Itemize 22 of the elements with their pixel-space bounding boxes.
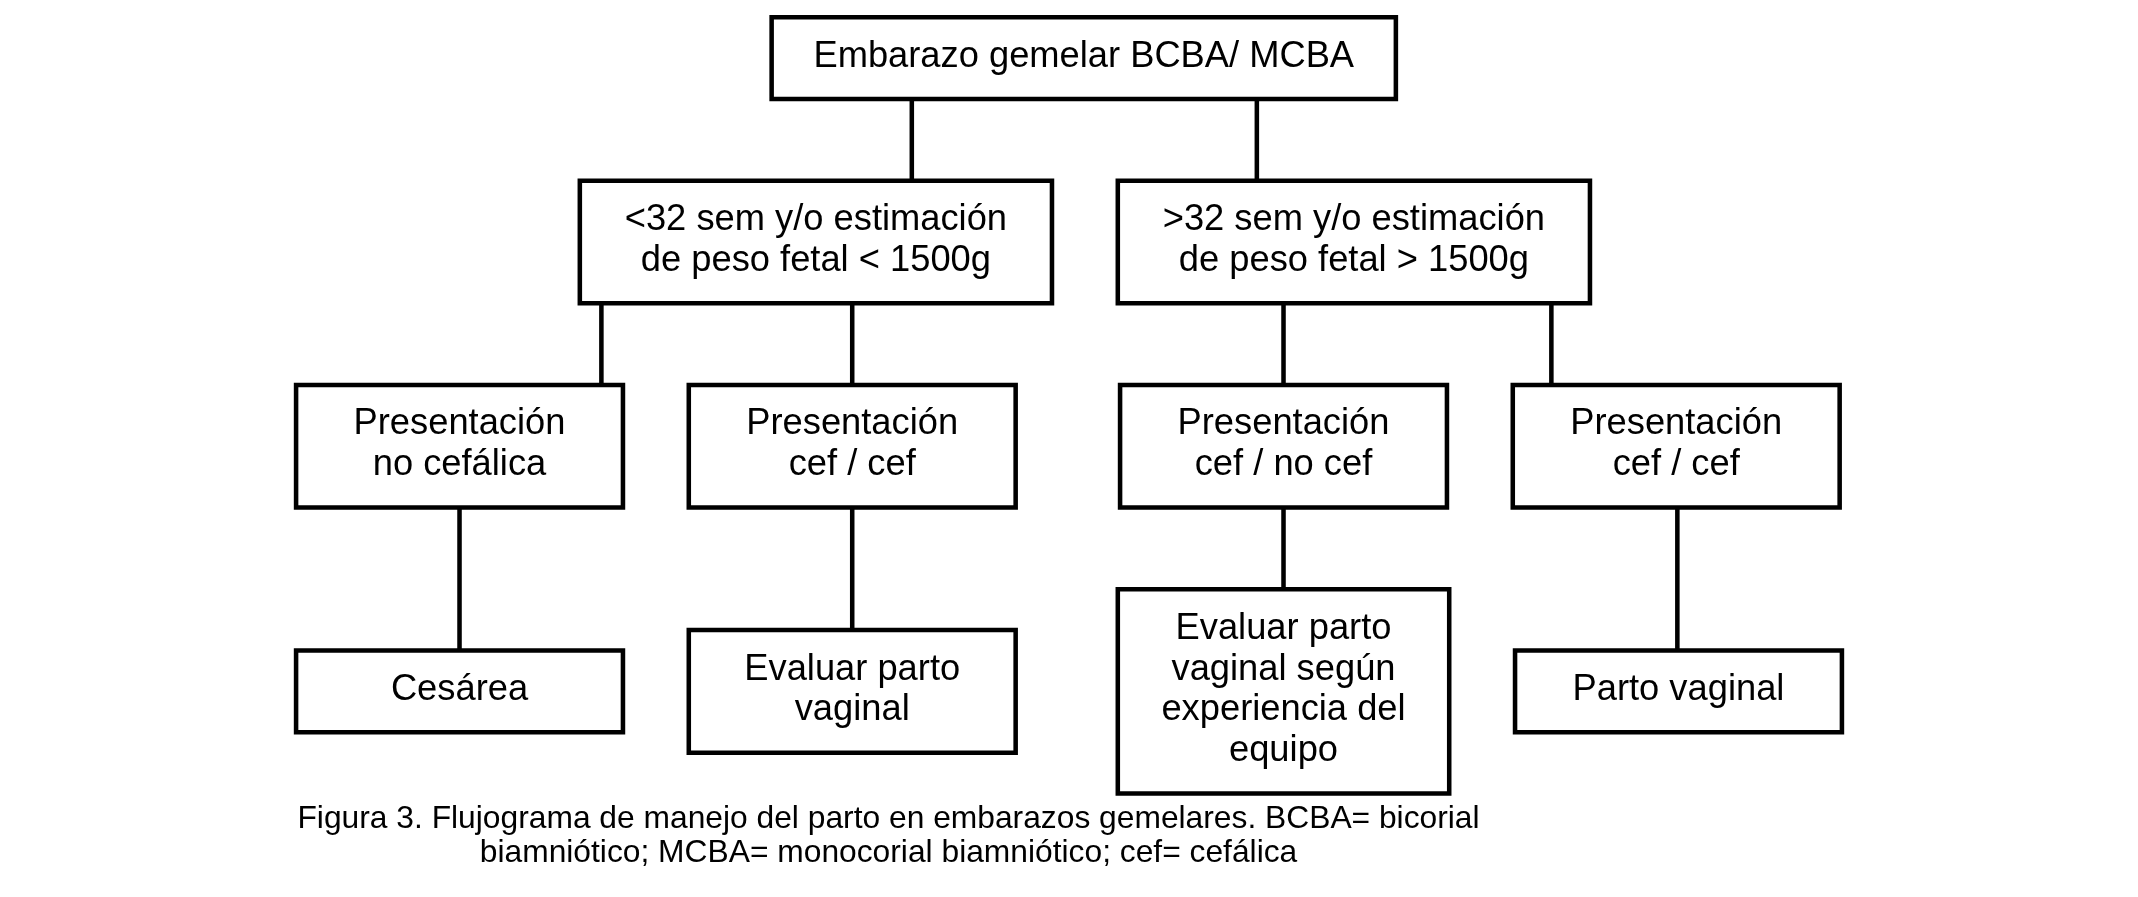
connector: [1281, 508, 1286, 589]
connector: [1549, 303, 1554, 385]
connector: [849, 508, 855, 630]
connector: [1675, 508, 1680, 651]
node-box: Embarazo gemelar BCBA/ MCBA: [769, 14, 1399, 102]
connector: [457, 508, 462, 651]
node-box: Presentación cef / cef: [1510, 382, 1842, 510]
connector: [849, 303, 855, 385]
node-box: Parto vaginal: [1512, 648, 1845, 735]
node-box: Presentación no cefálica: [293, 382, 626, 510]
node-box: Presentación cef / cef: [686, 382, 1018, 510]
connector: [599, 303, 604, 385]
node-box: Presentación cef / no cef: [1117, 382, 1450, 510]
node-box: >32 sem y/o estimación de peso fetal > 1500g: [1115, 178, 1593, 306]
connector: [909, 99, 915, 181]
caption: Figura 3. Flujograma de manejo del parto en embarazos gemelares. BCBA= bicorial biamniótico; MCBA= monocorial biamniótico; cef= cefálica: [297, 799, 1480, 870]
node-box: Cesárea: [293, 648, 626, 735]
connector: [1281, 303, 1286, 385]
connector: [1254, 99, 1260, 181]
node-box: Evaluar parto vaginal: [686, 627, 1018, 755]
node-box: Evaluar parto vaginal según experiencia del equipo: [1115, 586, 1452, 796]
node-box: <32 sem y/o estimación de peso fetal < 1500g: [577, 178, 1055, 306]
